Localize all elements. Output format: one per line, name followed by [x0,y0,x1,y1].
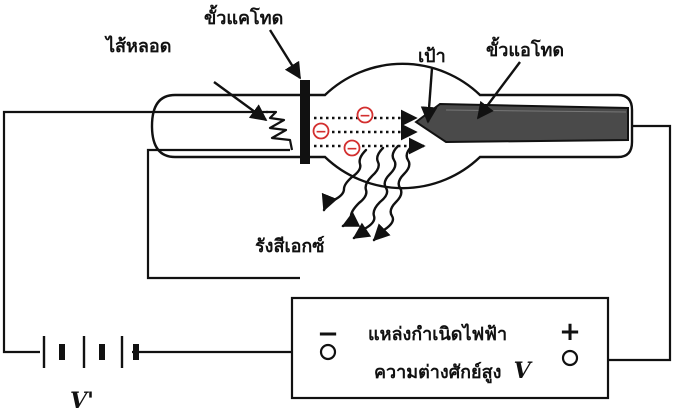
label-pointers [213,29,521,124]
pointer-filament [213,81,268,121]
xray-ray-2 [352,144,400,240]
anode-rod-edge [445,109,627,113]
circuit-wires [2,110,672,362]
supply-label-line1: แหล่งกำเนิดไฟฟ้า [368,323,507,345]
label-battery-symbol: V' [70,388,94,412]
supply-label-line2: ความต่างศักย์สูง V [374,358,533,384]
electron-2-sign: − [315,124,327,140]
electron-2: − [312,122,330,140]
xray-ray-1 [372,144,414,242]
electron-1-sign: − [359,108,371,124]
power-supply-box [290,296,610,400]
supply-voltage-symbol: V [514,358,533,384]
anode [414,102,629,144]
supply-positive-sign: + [559,317,581,347]
electrons: − − − [312,106,374,157]
tube-outline [150,62,634,190]
glass-tube [150,62,634,190]
filament [266,110,294,151]
filament-coil [266,110,294,151]
label-filament: ไส้หลอด [104,35,171,57]
wire-filament-to-supply-negative [146,148,300,280]
supply-negative-terminal [319,343,337,361]
electron-3: − [343,139,361,157]
electron-3-sign: − [346,141,358,157]
wire-anode-to-supply-positive [582,124,672,362]
label-target: เป้า [418,46,446,67]
supply-label-line2-text: ความต่างศักย์สูง [374,361,501,384]
power-supply: − + แหล่งกำเนิดไฟฟ้า ความต่างศักย์สูง V [290,296,610,400]
supply-negative-sign: − [317,319,339,349]
electron-beams [314,109,426,155]
label-xray: รังสีเอกซ์ [255,235,325,257]
wire-filament-to-battery [2,110,268,354]
supply-positive-terminal [561,349,579,367]
pointer-anode [476,61,521,120]
electron-1: − [356,106,374,124]
battery [42,336,139,368]
xray-rays [321,144,414,242]
xray-ray-4 [321,148,368,212]
label-anode: ขั้วแอโทด [486,36,564,61]
xray-ray-3 [341,146,385,228]
cathode-plate [300,80,310,164]
label-cathode: ขั้วแคโทด [204,4,283,29]
pointer-target [420,67,438,124]
pointer-cathode [268,29,302,80]
